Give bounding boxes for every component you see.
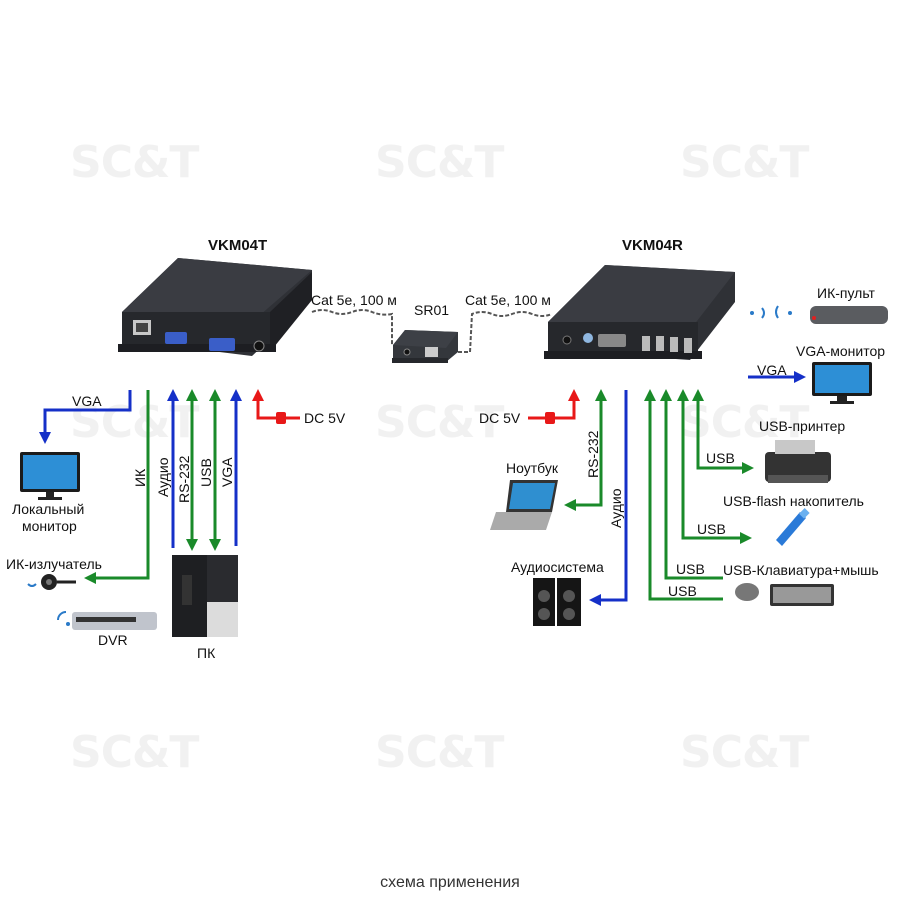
vkm04r-device <box>544 265 735 360</box>
rs232-laptop-line <box>564 389 607 511</box>
vga-monitor-icon <box>812 362 872 404</box>
local-monitor-icon <box>20 452 80 500</box>
printer-icon <box>765 440 831 483</box>
ir-remote-label: ИК-пульт <box>817 285 875 301</box>
usb-port-icon <box>670 337 678 352</box>
ir-line <box>84 390 150 584</box>
signal-ir-label: ИК <box>132 468 148 487</box>
laptop-icon <box>490 480 558 530</box>
usb-flash-icon <box>776 508 810 546</box>
audio-out-line <box>589 390 628 606</box>
vga-in-port-icon <box>209 338 235 351</box>
keyboard-mouse-label: USB-Клавиатура+мышь <box>723 562 879 578</box>
ir-emitter-icon <box>27 574 76 590</box>
vkm04t-title: VKM04T <box>208 237 268 254</box>
pc-label: ПК <box>197 645 216 661</box>
ir-emitter-label: ИК-излучатель <box>6 556 102 572</box>
power-adapter-icon <box>276 412 286 424</box>
dc-jack-icon <box>253 340 265 352</box>
rs232-port-icon <box>598 334 626 347</box>
diagram-caption: схема применения <box>380 874 520 891</box>
local-monitor-label-l1: Локальный <box>12 501 85 517</box>
usb-flash-line-label: USB <box>697 521 726 537</box>
usb-keyboard-line-label: USB <box>676 561 705 577</box>
watermark: SC&T <box>375 727 504 778</box>
pc-tower-icon <box>172 555 238 637</box>
watermark: SC&T <box>70 727 199 778</box>
laptop-label: Ноутбук <box>506 460 558 476</box>
channel-selector-icon <box>583 333 593 343</box>
usb-printer-label: USB-принтер <box>759 418 846 434</box>
power-label-right: DC 5V <box>479 410 521 426</box>
cat5e-cable-right <box>458 311 553 353</box>
vga-loopout-port-icon <box>165 332 187 344</box>
usb-printer-line-label: USB <box>706 450 735 466</box>
vga-local-label: VGA <box>72 393 102 409</box>
watermark: SC&T <box>70 137 199 188</box>
dvr-label: DVR <box>98 632 128 648</box>
audio-right-label: Аудио <box>608 488 624 529</box>
usb-port-icon <box>642 336 650 351</box>
cat5e-cable-left <box>311 309 393 345</box>
vga-monitor-label: VGA-монитор <box>796 343 886 359</box>
usb-flash-label: USB-flash накопитель <box>723 493 864 509</box>
vga-local-line <box>39 390 132 444</box>
usb-flash-line <box>677 389 752 544</box>
rs232-right-label: RS-232 <box>585 430 601 478</box>
signal-vga-label: VGA <box>219 457 235 487</box>
sr01-device <box>392 330 458 363</box>
signal-audio-label: Аудио <box>155 457 171 498</box>
ir-remote-icon <box>750 305 888 324</box>
vkm04t-device <box>118 258 312 356</box>
watermark: SC&T <box>375 137 504 188</box>
watermark: SC&T <box>680 137 809 188</box>
watermark: SC&T <box>680 727 809 778</box>
cable-label-right: Cat 5e, 100 м <box>465 292 551 308</box>
vga-monitor-line-label: VGA <box>757 362 787 378</box>
dvr-icon <box>57 611 157 630</box>
watermark: SC&T <box>70 397 199 448</box>
usb-keyboard-line <box>660 389 723 580</box>
local-monitor-label-l2: монитор <box>22 518 77 534</box>
rj45-port-icon <box>425 347 438 357</box>
vkm04r-title: VKM04R <box>622 237 683 254</box>
power-adapter-icon <box>545 412 555 424</box>
signal-rs232-label: RS-232 <box>176 455 192 503</box>
usb-mouse-line-label: USB <box>668 583 697 599</box>
speakers-icon <box>533 578 581 626</box>
usb-port-icon <box>684 338 692 353</box>
watermark: SC&T <box>375 397 504 448</box>
signal-usb-label: USB <box>198 458 214 487</box>
sr01-title: SR01 <box>414 302 450 318</box>
cable-label-left: Cat 5e, 100 м <box>311 292 397 308</box>
usb-port-icon <box>656 336 664 351</box>
audio-system-label: Аудиосистема <box>511 559 604 575</box>
usb-mouse-line <box>644 389 723 601</box>
keyboard-mouse-icon <box>735 583 834 606</box>
power-label-left: DC 5V <box>304 410 346 426</box>
